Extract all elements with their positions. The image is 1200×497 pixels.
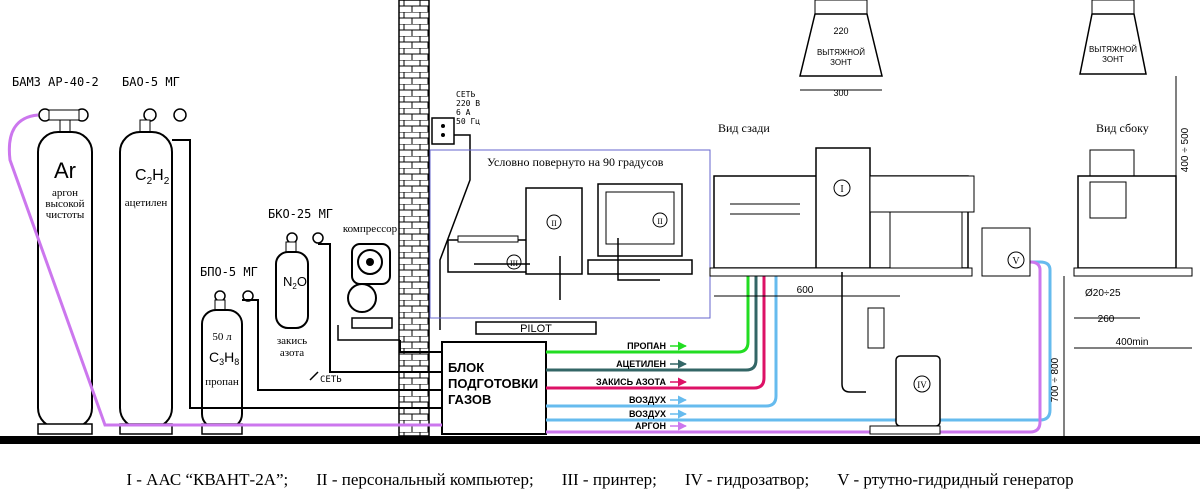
svg-text:БЛОК: БЛОК [448,360,484,375]
svg-text:ГАЗОВ: ГАЗОВ [448,392,491,407]
mark-generator [1007,251,1025,269]
svg-text:II: II [657,217,663,226]
svg-text:400 ÷ 500: 400 ÷ 500 [1180,127,1191,172]
aas-instrument: Вид сзади I V [709,121,1031,277]
svg-text:400min: 400min [1116,337,1149,348]
svg-text:Ø20÷25: Ø20÷25 [1085,288,1121,299]
aas-side-view: Вид сбоку [1073,121,1193,277]
hydro-seal: IV [841,272,941,435]
svg-text:СЕТЬ: СЕТЬ [456,90,475,99]
svg-text:ВЫТЯЖНОЙ: ВЫТЯЖНОЙ [1089,45,1137,54]
propane-volume: 50 л [212,331,232,343]
svg-text:300: 300 [833,88,848,98]
nitrous-cylinder: БКО-25 МГ N2O закись азота [268,207,333,359]
svg-text:220 В: 220 В [456,99,480,108]
gas-line-acetylene [546,250,758,372]
svg-text:IV: IV [917,380,927,390]
pilot-label: PILOT [520,323,552,335]
acetylene-desc: ацетилен [125,197,168,209]
installation-diagram: БАМЗ АР-40-2 Ar аргон высокой чистоты БА… [0,0,1200,444]
exhaust-hood-back: 220 ВЫТЯЖНОЙ ЗОНТ 300 [799,0,883,98]
gas-lines: ПРОПАН АЦЕТИЛЕН ЗАКИСЬ АЗОТА ВОЗДУХ ВОЗДУХ АР… [546,250,1052,434]
acetylene-cylinder-label: БАО-5 МГ [122,75,180,89]
legend-item: V - ртутно-гидридный генератор [837,470,1074,489]
argon-symbol: Ar [54,158,76,183]
argon-cylinder-label: БАМЗ АР-40-2 [12,75,99,89]
compressor-label: компрессор [343,223,398,235]
propane-cylinder: БПО-5 МГ 50 л C3H8 пропан [200,265,258,435]
nitrous-desc-2: азота [280,347,304,359]
exhaust-hood-side: ВЫТЯЖНОЙ ЗОНТ [1079,0,1147,75]
svg-text:50 Гц: 50 Гц [456,117,480,126]
svg-text:C3H8: C3H8 [209,349,239,367]
gas-preparation-block: БЛОК ПОДГОТОВКИ ГАЗОВ [441,341,547,435]
legend: I - ААС “КВАНТ-2А”; II - персональный ком… [0,470,1200,490]
mains-socket: СЕТЬ 220 В 6 А 50 Гц [431,90,480,330]
gas-line-argon [546,260,1042,434]
svg-text:V: V [1012,256,1020,267]
acetylene-cylinder: БАО-5 МГ C2H2 ацетилен [119,75,187,435]
view-back-label: Вид сзади [718,121,770,135]
svg-text:III: III [510,259,518,268]
svg-text:C2H2: C2H2 [135,167,170,187]
compressor: компрессор СЕТЬ [309,223,400,385]
rotated-note: Условно повернуто на 90 градусов [487,155,664,169]
computer-frame: Условно повернуто на 90 градусов PILOT [429,149,711,335]
argon-desc-1: аргон [52,187,78,199]
svg-text:ЗОНТ: ЗОНТ [1102,55,1124,64]
propane-cylinder-label: БПО-5 МГ [200,265,258,279]
nitrous-cylinder-label: БКО-25 МГ [268,207,333,221]
svg-text:ПОДГОТОВКИ: ПОДГОТОВКИ [448,376,538,391]
view-side-label: Вид сбоку [1096,121,1149,135]
floor [0,436,1200,444]
dimensions: 600 Ø20÷25 260 400min 400 ÷ 500 700 ÷ 80… [714,76,1192,436]
legend-item: II - персональный компьютер; [316,470,534,489]
legend-item: IV - гидрозатвор; [684,470,810,489]
svg-text:600: 600 [797,285,814,296]
gas-line-label: АЦЕТИЛЕН [616,359,666,369]
legend-item: III - принтер; [561,470,657,489]
argon-cylinder: БАМЗ АР-40-2 Ar аргон высокой чистоты [12,75,99,435]
svg-text:ЗОНТ: ЗОНТ [830,58,852,67]
svg-text:I: I [840,184,843,195]
svg-text:II: II [551,219,557,228]
svg-text:N2O: N2O [283,274,307,291]
gas-line-label: АРГОН [635,421,666,431]
nitrous-desc-1: закись [277,335,307,347]
svg-text:220: 220 [833,26,848,36]
gas-line-nitrous [546,250,766,390]
argon-desc-2: высокой [45,198,84,210]
svg-text:700 ÷ 800: 700 ÷ 800 [1050,357,1061,402]
gas-line-air [546,250,778,408]
svg-text:6 А: 6 А [456,108,471,117]
compressor-mains: СЕТЬ [320,375,342,385]
gas-line-propane [546,250,750,354]
legend-item: I - ААС “КВАНТ-2А”; [126,470,289,489]
gas-line-label: ПРОПАН [627,341,666,351]
argon-supply-line [7,113,442,427]
mark-aas [833,179,851,197]
gas-line-label: ЗАКИСЬ АЗОТА [596,377,667,387]
gas-line-air [546,260,1052,422]
svg-text:260: 260 [1098,314,1115,325]
argon-desc-3: чистоты [46,209,85,221]
gas-line-label: ВОЗДУХ [629,409,666,419]
brick-wall [398,0,430,437]
gas-line-label: ВОЗДУХ [629,395,666,405]
propane-desc: пропан [205,376,239,388]
svg-text:ВЫТЯЖНОЙ: ВЫТЯЖНОЙ [817,48,865,57]
